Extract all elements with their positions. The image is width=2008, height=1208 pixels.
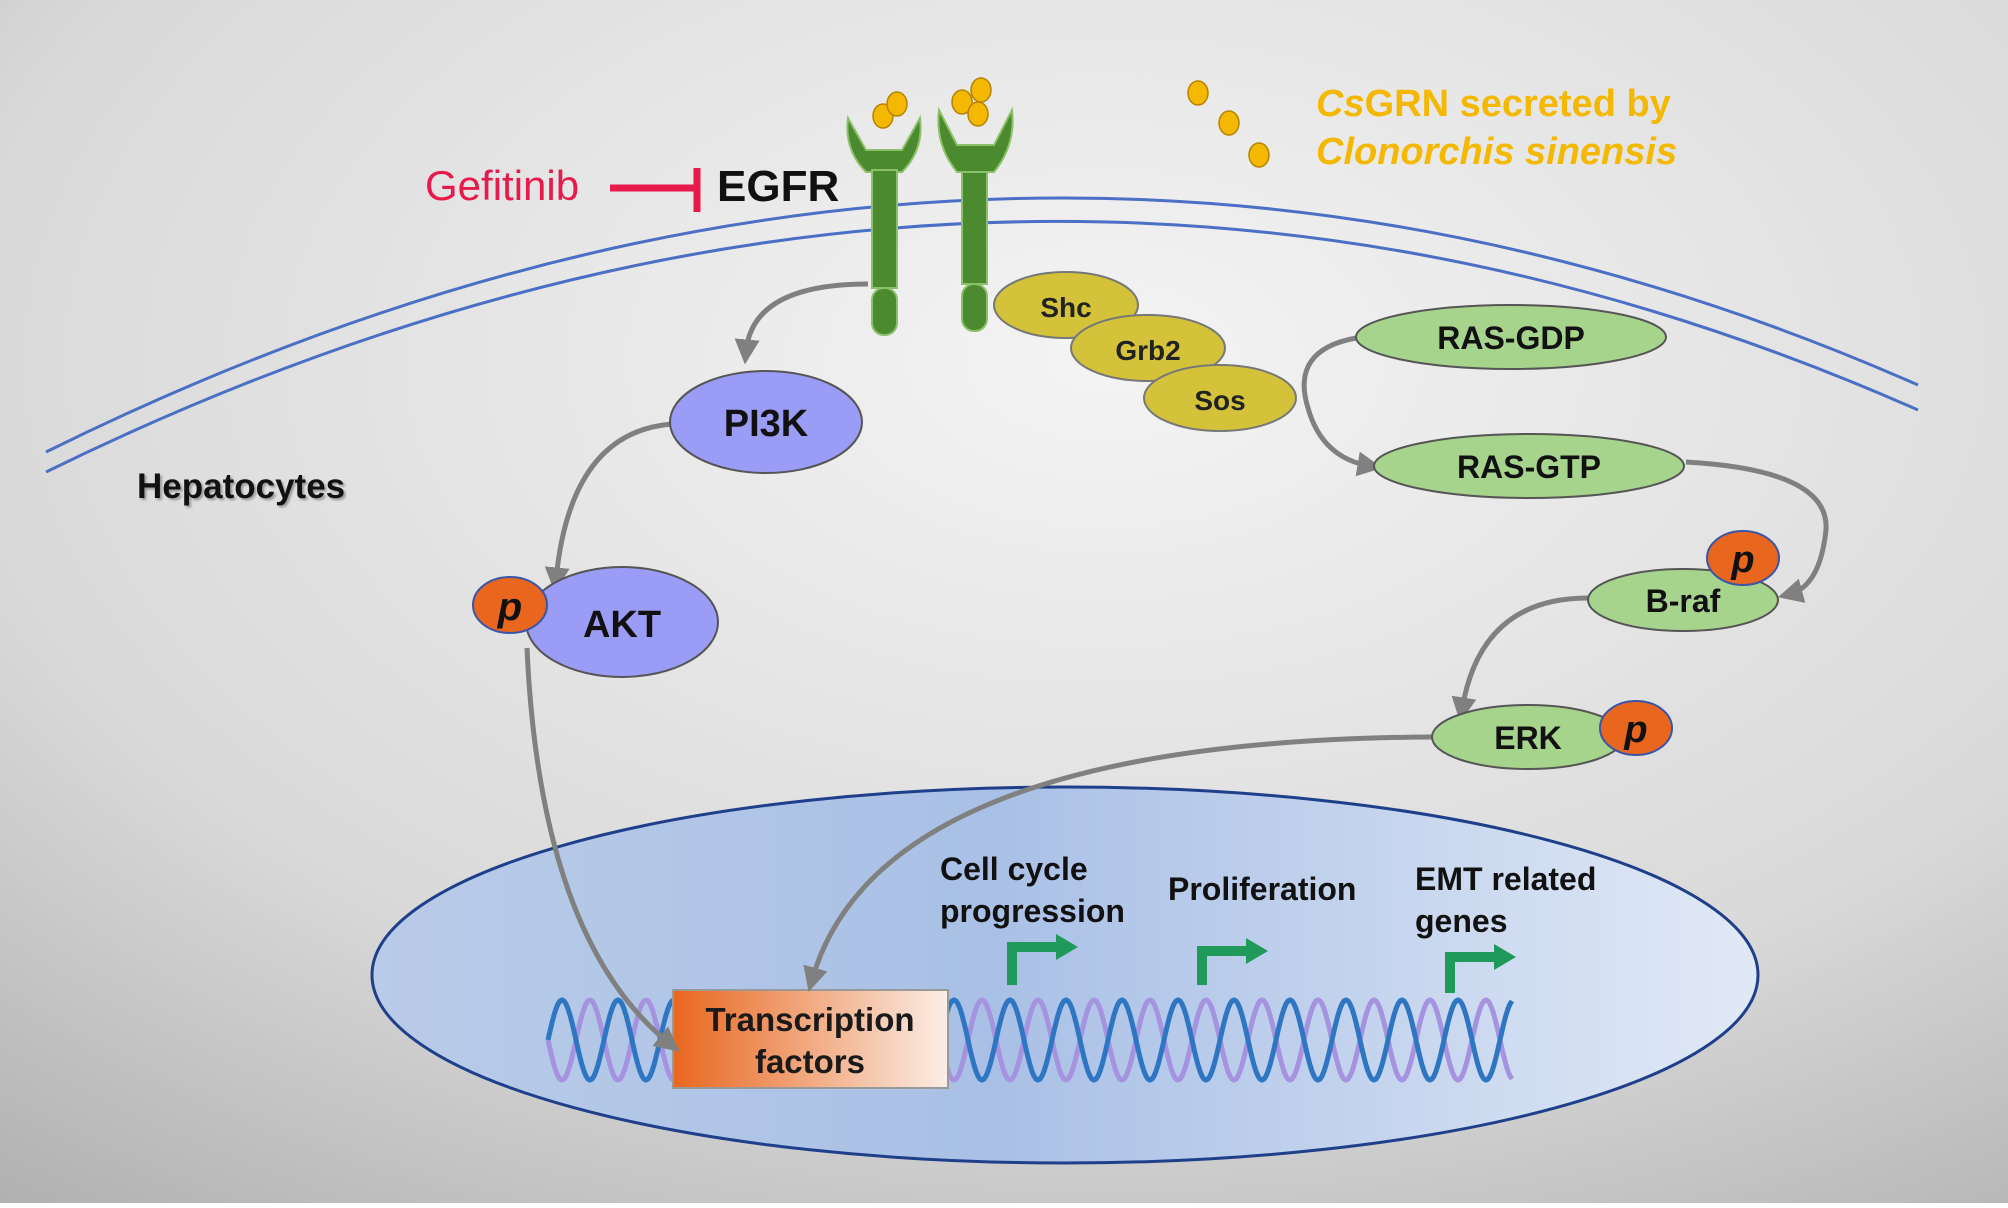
braf-phospho-badge: p (1706, 530, 1780, 586)
promoter-arrowhead-icon (1056, 934, 1078, 960)
svg-text:p: p (1623, 709, 1647, 751)
promoter-arrow-icon (1007, 942, 1058, 985)
arrow-pi3k-to-akt (544, 421, 673, 593)
csgrn-label-line2: Clonorchis sinensis (1316, 131, 1677, 173)
emt-label-1: EMT related (1415, 861, 1596, 897)
csgrn-dot (970, 77, 992, 103)
csgrn-dot (1218, 110, 1240, 136)
grb2-node: Grb2 (1070, 314, 1226, 382)
egfr-receptor-2 (937, 106, 1014, 332)
transcription-label-2: factors (755, 1043, 865, 1080)
svg-text:ERK: ERK (1494, 720, 1562, 756)
cell-cycle-label-2: progression (940, 893, 1125, 929)
svg-text:Sos: Sos (1194, 385, 1245, 416)
csgrn-dot (967, 101, 989, 127)
svg-text:PI3K: PI3K (724, 403, 809, 445)
gefitinib-label: Gefitinib (425, 162, 579, 209)
promoter-arrowhead-icon (1494, 944, 1516, 970)
hepatocytes-label: Hepatocytes (137, 467, 345, 506)
akt-node: AKT (525, 566, 719, 678)
svg-text:p: p (1730, 539, 1754, 581)
promoter-arrow-icon (1197, 946, 1248, 985)
csgrn-dot (1187, 80, 1209, 106)
egfr-label: EGFR (717, 162, 839, 211)
svg-text:AKT: AKT (583, 604, 661, 646)
erk-node: ERK (1431, 704, 1625, 770)
egfr-receptor-1 (846, 114, 922, 336)
csgrn-ligands (872, 77, 1270, 168)
csgrn-dot (1248, 142, 1270, 168)
sos-node: Sos (1143, 364, 1297, 432)
pi3k-node: PI3K (669, 370, 863, 474)
ras-gtp-node: RAS-GTP (1373, 433, 1685, 499)
nucleus (370, 785, 1760, 1165)
transcription-label-1: Transcription (705, 1001, 914, 1038)
transcription-factors-box: Transcription factors (672, 989, 949, 1089)
csgrn-dot (886, 91, 908, 117)
arrow-rasgtp-to-braf (1685, 459, 1829, 603)
arrow-braf-to-erk (1451, 595, 1589, 723)
braf-node: B-raf (1587, 568, 1779, 632)
arrow-erk-to-tf (803, 734, 1433, 993)
arrow-egfr-to-pi3k (734, 281, 869, 365)
ras-gdp-node: RAS-GDP (1355, 304, 1667, 370)
erk-phospho-badge: p (1599, 700, 1673, 756)
cell-cycle-label-1: Cell cycle (940, 851, 1088, 887)
akt-phospho-badge: p (472, 576, 548, 634)
svg-text:Grb2: Grb2 (1115, 335, 1180, 366)
proliferation-label: Proliferation (1168, 871, 1356, 907)
arrow-akt-to-tf (524, 647, 680, 1052)
svg-text:B-raf: B-raf (1646, 583, 1721, 619)
promoter-arrowhead-icon (1246, 938, 1268, 964)
svg-text:RAS-GTP: RAS-GTP (1457, 449, 1601, 485)
svg-text:Shc: Shc (1040, 292, 1091, 323)
arrow-rasgdp-to-rasgtp (1301, 335, 1383, 477)
emt-label-2: genes (1415, 903, 1507, 939)
csgrn-label-line1: CsGRN secreted by (1316, 83, 1671, 125)
svg-text:RAS-GDP: RAS-GDP (1437, 320, 1585, 356)
cell-membrane (45, 196, 1919, 474)
csgrn-dot (951, 89, 973, 115)
svg-text:p: p (497, 585, 522, 629)
promoter-arrow-icon (1445, 952, 1496, 993)
signal-arrows (524, 281, 1829, 1052)
